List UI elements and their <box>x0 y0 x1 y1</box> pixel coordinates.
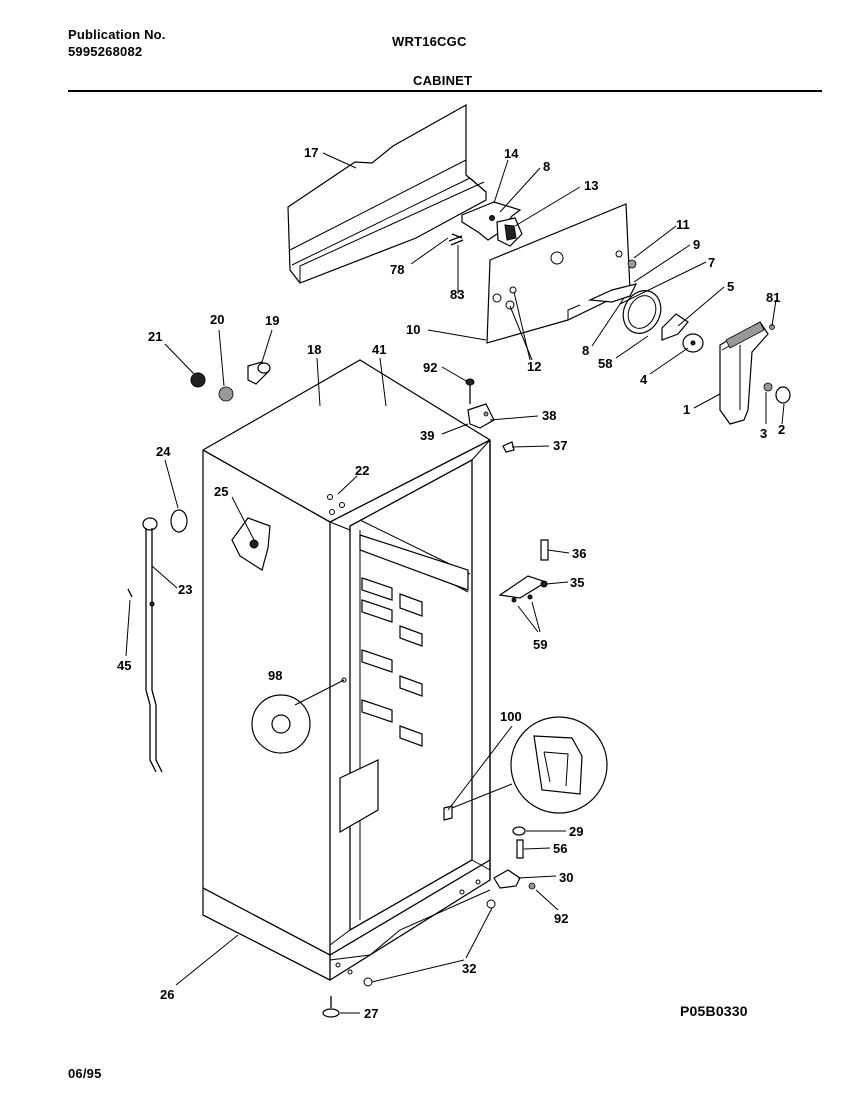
callout-2: 2 <box>778 422 785 437</box>
section-title: CABINET <box>413 73 473 88</box>
leveling-parts <box>363 826 536 987</box>
callout-22: 22 <box>355 463 369 478</box>
callout-81: 81 <box>766 290 780 305</box>
callout-32: 32 <box>462 961 476 976</box>
callout-36: 36 <box>572 546 586 561</box>
callout-41: 41 <box>372 342 386 357</box>
callout-29: 29 <box>569 824 583 839</box>
callout-38: 38 <box>542 408 556 423</box>
callout-92b: 92 <box>554 911 568 926</box>
callout-10: 10 <box>406 322 420 337</box>
leveling-leg-part <box>322 996 340 1018</box>
callout-14: 14 <box>504 146 519 161</box>
callout-labels: 17 14 8 13 11 9 7 5 81 78 83 10 8 58 4 1… <box>117 145 785 1021</box>
callout-7: 7 <box>708 255 715 270</box>
callout-83: 83 <box>450 287 464 302</box>
model-number: WRT16CGC <box>392 34 467 49</box>
callout-8b: 8 <box>582 343 589 358</box>
callout-92: 92 <box>423 360 437 375</box>
callout-24: 24 <box>156 444 171 459</box>
callout-4: 4 <box>640 372 648 387</box>
fan-motor-part <box>587 259 689 341</box>
callout-35: 35 <box>570 575 584 590</box>
callout-98: 98 <box>268 668 282 683</box>
diagram-code: P05B0330 <box>680 1003 748 1019</box>
revision-date: 06/95 <box>68 1066 102 1081</box>
leader-lines <box>125 152 785 1014</box>
callout-17: 17 <box>304 145 318 160</box>
publication-number: 5995268082 <box>68 44 143 59</box>
publication-label: Publication No. <box>68 27 166 42</box>
detail-inset-part <box>443 716 608 821</box>
callout-30: 30 <box>559 870 573 885</box>
callout-1: 1 <box>683 402 690 417</box>
callout-11: 11 <box>676 217 690 232</box>
side-plate-part <box>231 517 271 571</box>
callout-26: 26 <box>160 987 174 1002</box>
callout-39: 39 <box>420 428 434 443</box>
callout-23: 23 <box>178 582 192 597</box>
air-duct-part <box>719 321 791 425</box>
callout-27: 27 <box>364 1006 378 1021</box>
callout-13: 13 <box>584 178 598 193</box>
callout-3: 3 <box>760 426 767 441</box>
evaporator-plate-part <box>486 203 631 344</box>
callout-20: 20 <box>210 312 224 327</box>
callout-18: 18 <box>307 342 321 357</box>
callout-21: 21 <box>148 329 162 344</box>
callout-58: 58 <box>598 356 612 371</box>
fan-blade-part <box>682 333 704 353</box>
screw-part <box>448 233 464 246</box>
cabinet-body-part <box>202 359 491 981</box>
header-rule <box>68 90 822 92</box>
callout-12: 12 <box>527 359 541 374</box>
callout-56: 56 <box>553 841 567 856</box>
callout-37: 37 <box>553 438 567 453</box>
bottom-hinge-part <box>498 539 549 603</box>
plug-part <box>251 677 347 754</box>
callout-78: 78 <box>390 262 404 277</box>
callout-8: 8 <box>543 159 550 174</box>
evaporator-cover-part <box>287 103 487 284</box>
small-fittings-part <box>190 361 271 402</box>
callout-19: 19 <box>265 313 279 328</box>
callout-9: 9 <box>693 237 700 252</box>
callout-5: 5 <box>727 279 734 294</box>
callout-59: 59 <box>533 637 547 652</box>
callout-45: 45 <box>117 658 131 673</box>
callout-100: 100 <box>500 709 522 724</box>
drain-tube-part <box>127 509 188 773</box>
top-hinge-part <box>465 378 515 453</box>
callout-25: 25 <box>214 484 228 499</box>
